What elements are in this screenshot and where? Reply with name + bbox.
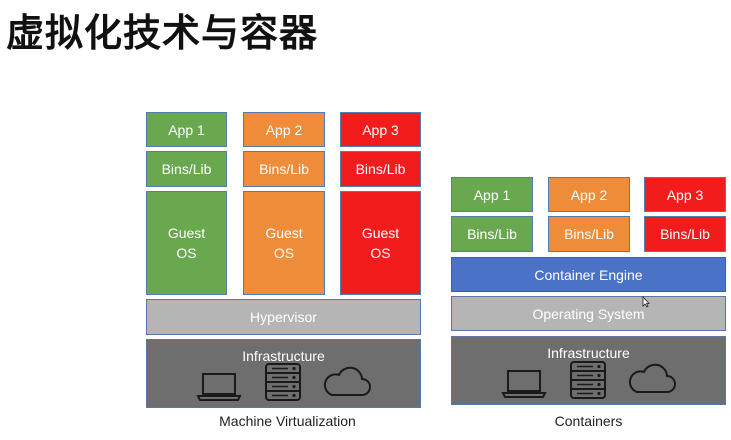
vm-hypervisor: Hypervisor (146, 299, 421, 335)
container-bins-3: Bins/Lib (644, 216, 726, 252)
cursor-icon (642, 296, 650, 308)
vm-app-2: App 2 (243, 112, 325, 147)
cloud-icon (323, 366, 371, 396)
container-bins-2: Bins/Lib (548, 216, 630, 252)
cloud-icon (628, 363, 676, 393)
vm-guest-os-1: Guest OS (146, 191, 227, 295)
container-bins-1: Bins/Lib (451, 216, 533, 252)
vm-app-1: App 1 (146, 112, 227, 147)
laptop-icon (501, 370, 547, 398)
vm-bins-3: Bins/Lib (340, 151, 421, 187)
server-icon (265, 363, 301, 401)
container-app-2: App 2 (548, 177, 630, 212)
containers-caption: Containers (554, 413, 623, 429)
container-app-3: App 3 (644, 177, 726, 212)
vm-guest-os-3: Guest OS (340, 191, 421, 295)
vm-bins-2: Bins/Lib (243, 151, 325, 187)
container-engine: Container Engine (451, 257, 726, 292)
vm-caption: Machine Virtualization (219, 413, 356, 429)
vm-infrastructure: Infrastructure (146, 339, 421, 408)
server-icon (570, 361, 606, 399)
vm-app-3: App 3 (340, 112, 421, 147)
operating-system: Operating System (451, 296, 726, 331)
vm-bins-1: Bins/Lib (146, 151, 227, 187)
page-title: 虚拟化技术与容器 (6, 11, 319, 55)
laptop-icon (196, 373, 242, 401)
container-app-1: App 1 (451, 177, 533, 212)
vm-guest-os-2: Guest OS (243, 191, 325, 295)
